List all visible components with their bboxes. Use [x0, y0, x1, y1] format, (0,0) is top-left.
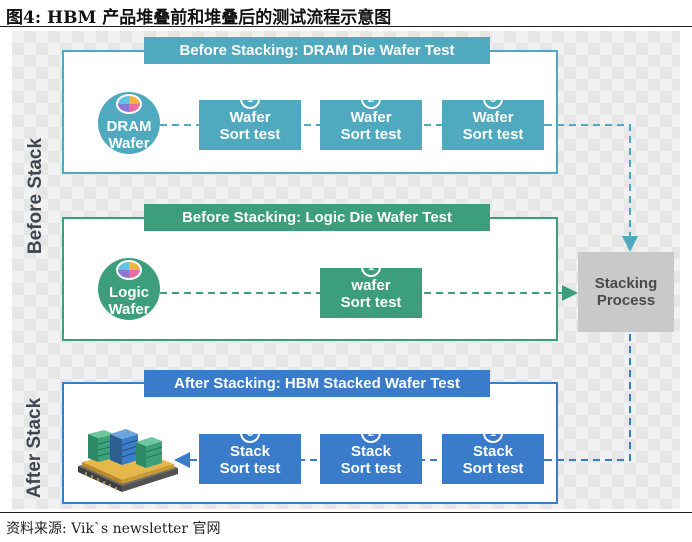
logic-section-header: Before Stacking: Logic Die Wafer Test — [144, 204, 490, 231]
step-label-line2: Sort test — [219, 126, 281, 143]
process-to-hbm-line — [545, 334, 631, 461]
wafer-icon — [116, 260, 142, 280]
step-number-badge: 1 — [483, 423, 503, 443]
step-label-line2: Sort test — [340, 460, 402, 477]
step-label-line1: Wafer — [350, 109, 392, 126]
process-label-line1: Stacking — [594, 275, 658, 292]
step-number-badge: 1 — [361, 257, 381, 277]
step-label-line1: Stack — [472, 443, 514, 460]
bottom-rule — [0, 512, 692, 513]
logic-step-box: 1 wafer Sort test — [320, 257, 422, 318]
logic-wafer-label-line1: Logic — [109, 284, 149, 301]
dram-wafer-label-line2: Wafer — [108, 135, 150, 152]
dram-step-box: 1 Wafer Sort test — [199, 89, 301, 150]
step-number-badge: 2 — [361, 423, 381, 443]
wafer-icon — [116, 94, 142, 114]
step-label-line1: Wafer — [229, 109, 271, 126]
logic-wafer-circle: Logic Wafer — [98, 258, 160, 320]
top-rule — [0, 26, 692, 27]
stacking-process-box: Stacking Process — [578, 252, 674, 332]
source-note: 资料来源: Vik`s newsletter 官网 — [6, 521, 221, 537]
hbm-section-header: After Stacking: HBM Stacked Wafer Test — [144, 370, 490, 397]
step-number-badge: 1 — [240, 89, 260, 109]
step-label-line1: Stack — [350, 443, 392, 460]
dram-step-box: 3 Wafer Sort test — [442, 89, 544, 150]
hbm-stack-chip-icon — [78, 429, 178, 492]
hbm-step-box: 1 Stack Sort test — [442, 423, 544, 484]
step-label-line1: wafer — [351, 277, 391, 294]
step-number-badge: 3 — [240, 423, 260, 443]
step-label-line1: Wafer — [472, 109, 514, 126]
step-label-line2: Sort test — [462, 460, 524, 477]
dram-step-box: 2 Wafer Sort test — [320, 89, 422, 150]
step-label-line2: Sort test — [340, 126, 402, 143]
process-label-line2: Process — [596, 292, 656, 309]
step-label-line2: Sort test — [219, 460, 281, 477]
figure-title: 图4: HBM 产品堆叠前和堆叠后的测试流程示意图 — [6, 8, 392, 28]
hbm-step-box: 3 Stack Sort test — [199, 423, 301, 484]
dram-wafer-label-line1: DRAM — [106, 118, 152, 135]
dram-wafer-circle: DRAM Wafer — [98, 92, 160, 154]
dram-section-header: Before Stacking: DRAM Die Wafer Test — [144, 37, 490, 64]
step-label-line1: Stack — [229, 443, 271, 460]
hbm-step-box: 2 Stack Sort test — [320, 423, 422, 484]
step-label-line2: Sort test — [340, 294, 402, 311]
dram-to-process-line — [545, 124, 638, 252]
step-number-badge: 2 — [361, 89, 381, 109]
logic-wafer-label-line2: Wafer — [108, 301, 150, 318]
step-label-line2: Sort test — [462, 126, 524, 143]
step-number-badge: 3 — [483, 89, 503, 109]
